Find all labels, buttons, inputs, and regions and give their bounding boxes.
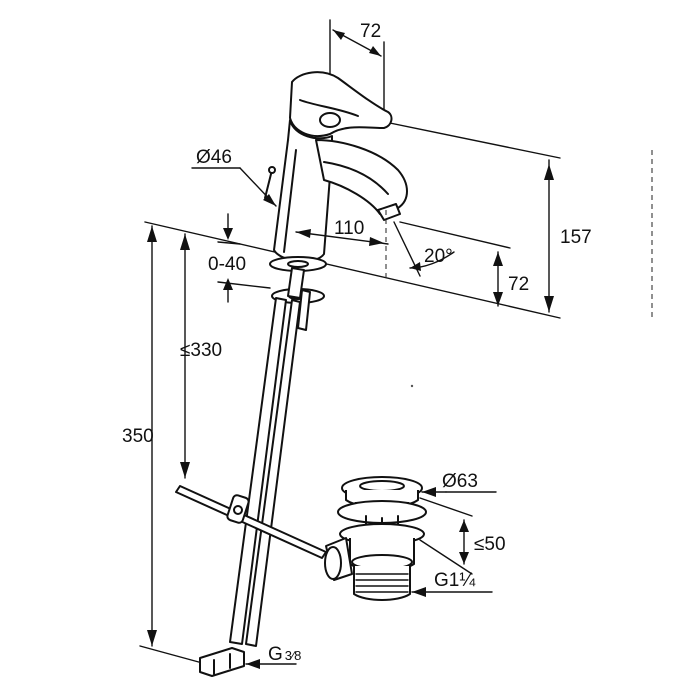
dim-deck-range: 0-40 <box>208 213 271 303</box>
label-spout-reach: 110 <box>334 218 364 239</box>
label-waste-thread: G1¼ <box>434 570 476 591</box>
waste-thread <box>353 566 411 601</box>
label-hose-thread-main: G <box>268 644 283 665</box>
label-spout-angle: 20° <box>424 246 453 267</box>
waste-assembly <box>324 476 427 601</box>
label-hose-thread-fraction: 3⁄8 <box>285 648 302 663</box>
label-spout-height: 72 <box>508 274 529 295</box>
spout <box>315 139 408 215</box>
label-waste-diameter: Ø63 <box>442 471 478 492</box>
label-total-height: 157 <box>560 227 592 248</box>
dim-waste-height: ≤50 <box>419 497 506 575</box>
dim-waste-thread: G1¼ <box>411 570 493 597</box>
hose-nut <box>199 647 245 677</box>
deck-line <box>144 221 561 319</box>
popup-rod-handle <box>264 169 273 199</box>
dim-spout-height: 72 <box>493 251 529 307</box>
dim-body-diameter: Ø46 <box>191 147 277 207</box>
dim-spout-angle: 20° <box>393 221 511 277</box>
dim-spout-reach: 110 <box>295 210 389 282</box>
faucet-body <box>264 71 408 331</box>
dim-hose-length: ≤330 <box>180 233 222 479</box>
label-handle-offset: 72 <box>360 21 381 42</box>
lever-handle <box>289 71 393 137</box>
label-deck-range: 0-40 <box>208 254 246 275</box>
dim-rod-length: 350 <box>122 225 207 665</box>
dim-waste-diameter: Ø63 <box>421 471 497 497</box>
label-waste-height: ≤50 <box>474 534 506 555</box>
label-hose-length: ≤330 <box>180 340 222 361</box>
dim-total-height: 157 <box>384 121 653 320</box>
label-rod-length: 350 <box>122 426 154 447</box>
popup-linkage <box>175 485 327 559</box>
label-body-diameter: Ø46 <box>196 147 232 168</box>
flexible-hoses <box>199 297 301 677</box>
dim-handle-offset: 72 <box>329 19 385 111</box>
